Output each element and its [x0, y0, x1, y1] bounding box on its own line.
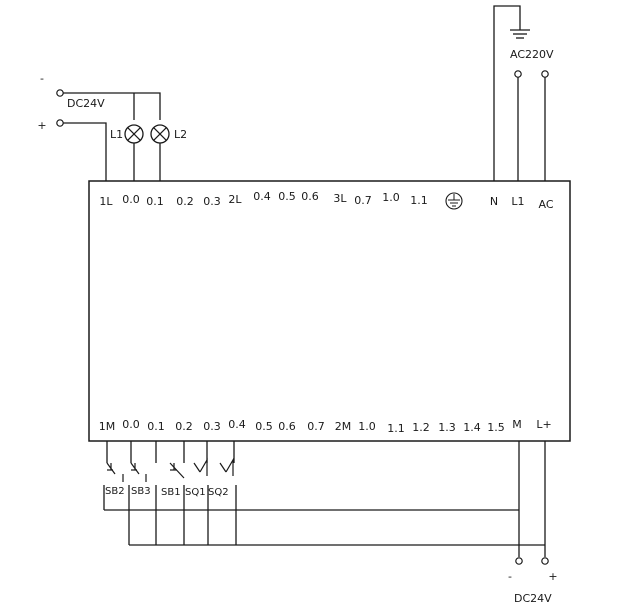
- top-left-supply-minus: -: [40, 72, 44, 85]
- top-terminal-q02: 0.2: [176, 195, 194, 208]
- bottom-terminal-i04: 0.4: [228, 418, 246, 431]
- bottom-supply: - + DC24V: [508, 557, 558, 605]
- bottom-terminal-M: M: [512, 418, 522, 431]
- top-terminal-L1: L1: [511, 195, 524, 208]
- switch-SB3: [130, 462, 147, 482]
- lamp-L1-label: L1: [110, 128, 123, 141]
- switch-SB2: [106, 462, 124, 482]
- bottom-terminal-Lplus: L+: [536, 418, 551, 431]
- top-right-supply: AC220V: [493, 5, 554, 181]
- top-terminal-q05: 0.5: [278, 190, 296, 203]
- top-left-supply-plus-terminal: [56, 119, 64, 127]
- top-left-supply-minus-terminal: [56, 89, 64, 97]
- bottom-supply-plus-terminal: [541, 557, 549, 565]
- top-left-supply: - + DC24V: [37, 72, 105, 132]
- bottom-terminal-i00: 0.0: [122, 418, 140, 431]
- bottom-terminal-row: 1M 0.0 0.1 0.2 0.3 0.4 0.5 0.6 0.7 2M 1.…: [99, 418, 552, 435]
- bottom-terminal-1M: 1M: [99, 420, 116, 433]
- top-terminal-q06: 0.6: [301, 190, 319, 203]
- top-left-supply-plus: +: [37, 119, 46, 132]
- ground-terminal-icon: [445, 192, 463, 210]
- bottom-supply-label: DC24V: [514, 592, 552, 605]
- top-terminal-2L: 2L: [228, 193, 242, 206]
- lamp-L2: [150, 124, 170, 144]
- plus-rail-wire: [63, 122, 107, 181]
- plc-module-body: [88, 180, 571, 442]
- bottom-terminal-i07: 0.7: [307, 420, 325, 433]
- bottom-terminal-i12: 1.2: [412, 421, 430, 434]
- switch-SQ2: [219, 457, 234, 476]
- switch-SB3-label: SB3: [131, 486, 151, 497]
- top-left-supply-label: DC24V: [67, 97, 105, 110]
- switch-SQ2-label: SQ2: [208, 487, 229, 498]
- top-terminal-q03: 0.3: [203, 195, 221, 208]
- top-terminal-AC: AC: [538, 198, 553, 211]
- switch-SB2-label: SB2: [105, 486, 125, 497]
- ac-terminal-1: [514, 70, 522, 78]
- lamp-L2-label: L2: [174, 128, 187, 141]
- bottom-terminal-2M: 2M: [335, 420, 352, 433]
- top-terminal-q07: 0.7: [354, 194, 372, 207]
- bottom-terminal-i03: 0.3: [203, 420, 221, 433]
- ground-wire: [493, 5, 521, 181]
- top-terminal-q01: 0.1: [146, 195, 164, 208]
- switch-SQ1: [193, 457, 208, 476]
- top-right-supply-label: AC220V: [510, 48, 554, 61]
- top-terminal-q11: 1.1: [410, 194, 428, 207]
- bottom-terminal-i02: 0.2: [175, 420, 193, 433]
- minus-rail-wire: [63, 92, 161, 120]
- bottom-terminal-i11: 1.1: [387, 422, 405, 435]
- ground-icon: [510, 29, 530, 39]
- switch-SB1-label: SB1: [161, 487, 181, 498]
- bottom-terminal-i10: 1.0: [358, 420, 376, 433]
- bottom-terminal-i06: 0.6: [278, 420, 296, 433]
- top-terminal-3L: 3L: [333, 192, 347, 205]
- bottom-supply-minus-terminal: [515, 557, 523, 565]
- bottom-terminal-i14: 1.4: [463, 421, 481, 434]
- top-terminal-q00: 0.0: [122, 193, 140, 206]
- bottom-supply-plus: +: [548, 570, 557, 583]
- bottom-terminal-i05: 0.5: [255, 420, 273, 433]
- switch-SQ1-label: SQ1: [185, 487, 206, 498]
- top-terminal-1L: 1L: [99, 195, 113, 208]
- top-terminal-N: N: [490, 195, 498, 208]
- bottom-terminal-i13: 1.3: [438, 421, 456, 434]
- switch-SB1: [169, 462, 185, 479]
- ac-terminal-2: [541, 70, 549, 78]
- bottom-terminal-i01: 0.1: [147, 420, 165, 433]
- lamp-L1: [124, 124, 144, 144]
- top-terminal-q10: 1.0: [382, 191, 400, 204]
- top-terminal-row: 1L 0.0 0.1 0.2 0.3 2L 0.4 0.5 0.6 3L 0.7…: [99, 190, 553, 211]
- bottom-terminal-i15: 1.5: [487, 421, 505, 434]
- top-terminal-q04: 0.4: [253, 190, 271, 203]
- bottom-supply-minus: -: [508, 570, 512, 583]
